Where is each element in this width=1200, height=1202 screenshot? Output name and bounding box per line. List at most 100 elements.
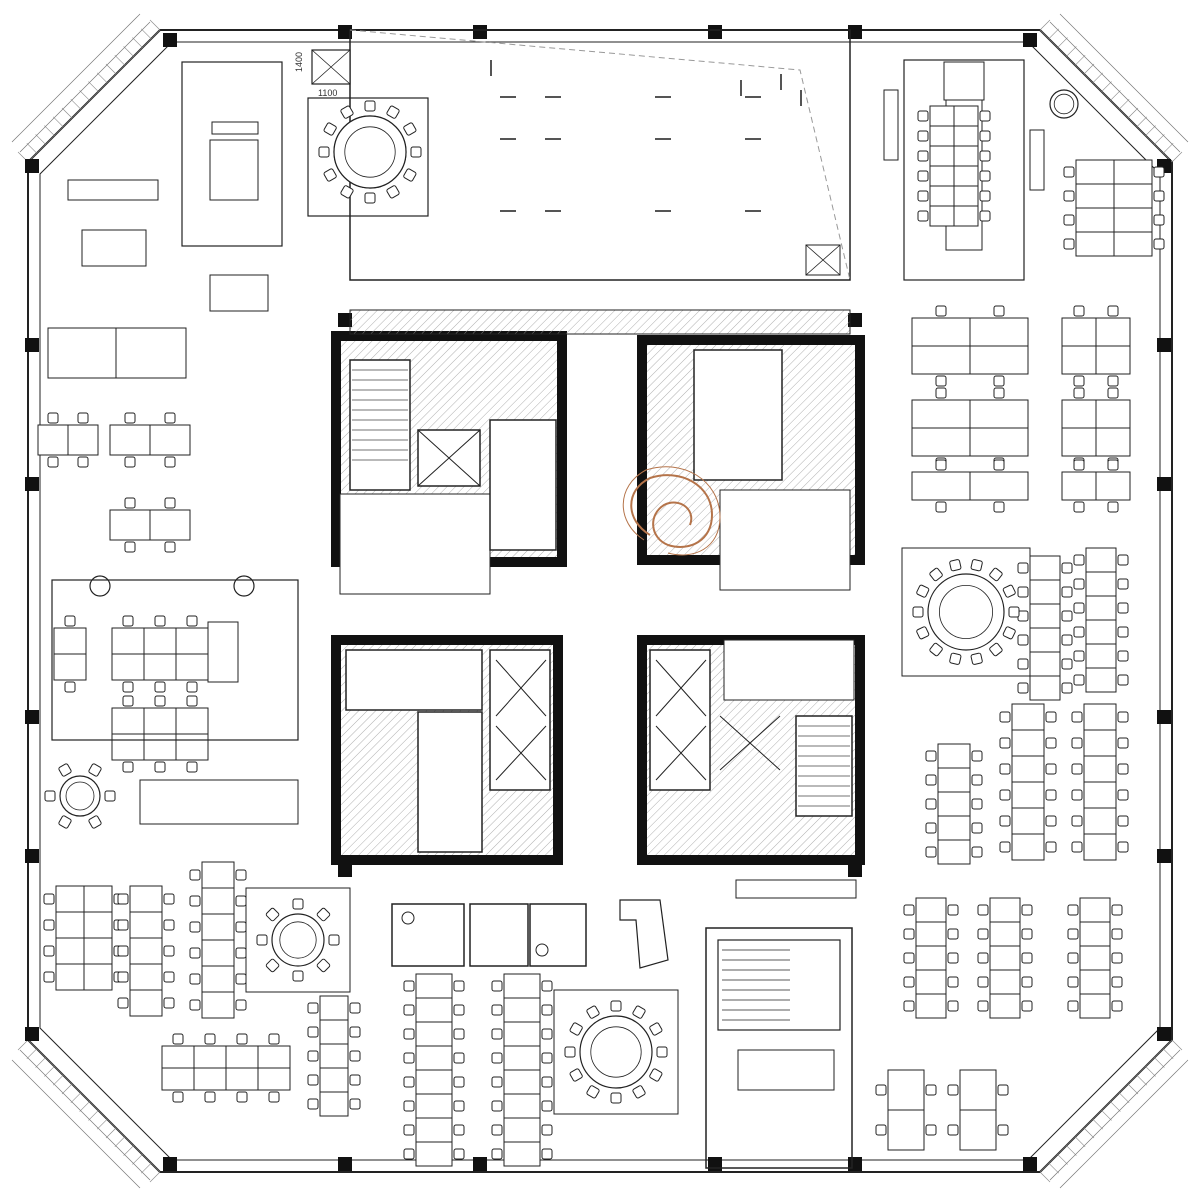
chair (1017, 634, 1029, 646)
desk (1075, 207, 1115, 233)
chair (977, 904, 989, 916)
dimension-label-width: 1100 (318, 88, 337, 98)
chair (925, 750, 937, 762)
desk (257, 1067, 291, 1091)
chair (47, 456, 59, 468)
desk (915, 921, 947, 947)
desk (911, 317, 971, 347)
round-table (318, 100, 422, 204)
desk (55, 885, 85, 913)
workstation-cluster (109, 497, 191, 553)
chair (1021, 904, 1033, 916)
chair (1117, 737, 1129, 749)
desk (911, 471, 971, 501)
chair (947, 952, 959, 964)
desk (953, 125, 979, 147)
terrace-markers (490, 60, 802, 212)
chair (164, 497, 176, 509)
desk (201, 939, 235, 967)
chair (43, 971, 55, 983)
workstation-cluster (1017, 555, 1073, 701)
desk (503, 1093, 541, 1119)
chair (935, 305, 947, 317)
chair (1071, 763, 1083, 775)
chair (1061, 610, 1073, 622)
desk (415, 1069, 453, 1095)
chair (989, 642, 1003, 657)
column (1023, 33, 1037, 47)
workstation-cluster (53, 615, 87, 693)
desk (67, 424, 99, 456)
chair (1117, 626, 1129, 638)
shaft-upper-left (489, 419, 557, 551)
desk (503, 1021, 541, 1047)
chair (1073, 626, 1085, 638)
chair (44, 790, 56, 802)
desk (929, 145, 955, 167)
chair (104, 790, 116, 802)
pantry-upper-right (719, 489, 851, 591)
chair (1021, 928, 1033, 940)
desk (1083, 755, 1117, 783)
chair (977, 952, 989, 964)
chair (1117, 602, 1129, 614)
chair (164, 456, 176, 468)
chair (453, 980, 465, 992)
chair (917, 170, 929, 182)
column (163, 33, 177, 47)
chair (307, 1074, 319, 1086)
chair (124, 412, 136, 424)
desk (1011, 703, 1045, 731)
chair (999, 789, 1011, 801)
chair (610, 1092, 622, 1104)
chair (947, 904, 959, 916)
restroom-lower-left (345, 649, 483, 711)
chair (491, 1004, 503, 1016)
chair (541, 1100, 553, 1112)
terrace-marker (500, 138, 516, 140)
chair (204, 1033, 216, 1045)
chair (117, 893, 129, 905)
chair (186, 615, 198, 627)
desk (111, 627, 145, 655)
chair (1045, 841, 1057, 853)
chair (979, 110, 991, 122)
column (25, 338, 39, 352)
desk (257, 1045, 291, 1069)
desk (953, 105, 979, 127)
chair (163, 893, 175, 905)
chair (1107, 305, 1119, 317)
chair (1067, 976, 1079, 988)
desk (1029, 675, 1061, 701)
desk (953, 185, 979, 207)
chair (925, 1124, 937, 1136)
terrace-marker (500, 96, 516, 98)
chair (1017, 586, 1029, 598)
spiral-stair (622, 466, 721, 556)
column (338, 313, 352, 327)
chair (268, 1033, 280, 1045)
chair (1061, 586, 1073, 598)
chair (268, 1091, 280, 1103)
chair (1021, 976, 1033, 988)
chair (236, 1033, 248, 1045)
chair (1063, 166, 1075, 178)
desk (1029, 579, 1061, 605)
desk (937, 767, 971, 793)
chair (117, 971, 129, 983)
chair (1111, 928, 1123, 940)
desk (201, 887, 235, 915)
desk (1095, 471, 1131, 501)
chair (541, 1052, 553, 1064)
desk (989, 945, 1021, 971)
chair (323, 168, 337, 182)
chair (971, 750, 983, 762)
desk (911, 399, 971, 429)
chair (1073, 459, 1085, 471)
chair (989, 567, 1003, 582)
desk (225, 1045, 259, 1069)
column (25, 477, 39, 491)
desk (1095, 399, 1131, 429)
desk (109, 424, 151, 456)
desk (929, 185, 955, 207)
